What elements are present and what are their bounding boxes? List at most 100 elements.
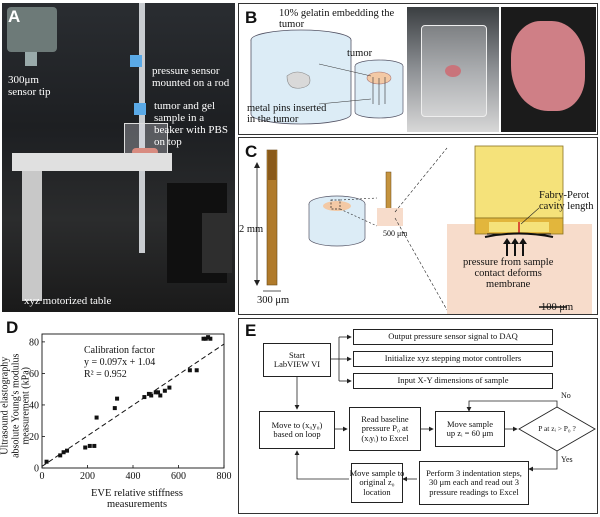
box-move-up: Move sample up zᵢ = 60 μm — [435, 411, 505, 447]
arrowhead — [254, 162, 260, 168]
pressure-arrows — [503, 238, 527, 256]
tumor-pointer — [318, 63, 372, 77]
data-point — [203, 336, 208, 341]
panel-letter-c: C — [245, 142, 258, 161]
tumor-in-photo — [445, 65, 461, 77]
data-point — [61, 450, 66, 455]
zoom-line — [339, 208, 378, 227]
sample-zoom — [447, 224, 592, 314]
box-start: Start LabVIEW VI — [263, 343, 331, 377]
fabry-pointer — [520, 207, 540, 225]
tumor-sample — [132, 148, 158, 156]
data-point — [149, 393, 154, 398]
y-tick-label: 0 — [34, 464, 39, 475]
connector — [294, 450, 349, 480]
label-100um: 100 μm — [541, 302, 574, 313]
data-point — [206, 335, 211, 340]
data-point — [115, 396, 120, 401]
sample-block — [377, 208, 403, 226]
box-input-xy: Input X-Y dimensions of sample — [353, 373, 553, 389]
data-point — [65, 448, 70, 453]
data-point — [162, 388, 167, 393]
data-point — [112, 406, 117, 411]
data-point — [87, 443, 92, 448]
sensor-head — [7, 7, 57, 52]
x-tick-label: 400 — [126, 471, 141, 482]
x-tick-label: 800 — [217, 471, 232, 482]
x-axis-label: EVE relative stiffness measurements — [91, 488, 183, 510]
fit-line — [41, 343, 225, 467]
data-point — [94, 415, 99, 420]
stepping-motor — [202, 213, 232, 273]
table-top — [12, 153, 172, 171]
panel-c: C — [238, 137, 598, 315]
x-tick-label: 0 — [40, 471, 45, 482]
arrowhead — [254, 280, 260, 286]
data-point — [158, 393, 163, 398]
connector-yes — [528, 451, 558, 472]
calibration-r2: R² = 0.952 — [84, 369, 127, 380]
box-perform-indentation: Perform 3 indentation steps, 30 μm each … — [419, 461, 529, 505]
tumor-shape — [286, 71, 311, 89]
sensor-diagram — [254, 145, 592, 314]
x-tick-label: 600 — [171, 471, 186, 482]
label-pins: metal pins inserted in the tumor — [247, 103, 327, 125]
panel-b: B 10% gelatin embedding the tumor tumor … — [238, 3, 598, 135]
label-500um: 500 μm — [383, 229, 408, 238]
label-gelatin: 10% gelatin embedding the tumor — [279, 8, 395, 30]
panel-letter-b: B — [245, 8, 258, 27]
probe-tip — [268, 150, 276, 180]
panel-letter-d: D — [6, 318, 19, 337]
data-point — [58, 453, 63, 458]
rod — [139, 3, 145, 253]
data-point — [44, 459, 49, 464]
data-point — [156, 390, 161, 395]
label-tumor: tumor — [347, 48, 373, 59]
data-point — [194, 368, 199, 373]
label-yes: Yes — [561, 455, 573, 464]
panel-letter-a: A — [8, 7, 21, 26]
pins-pointer — [318, 98, 372, 105]
box-move-to: Move to (x₀y₀) based on loop — [259, 411, 335, 449]
data-point — [92, 443, 97, 448]
panel-letter-e: E — [245, 321, 257, 340]
connector-no — [466, 400, 558, 412]
excised-tumor — [511, 21, 585, 111]
x-tick-label: 200 — [80, 471, 95, 482]
label-fabry-perot: Fabry-Perot cavity length — [539, 190, 594, 212]
gelatin-diagram — [250, 29, 404, 125]
label-2mm: 2 mm — [239, 224, 264, 235]
box-init-xyz: Initialize xyz stepping motor controller… — [353, 351, 553, 367]
label-pressure-sensor: pressure sensor mounted on a rod — [152, 65, 230, 89]
data-point — [201, 336, 206, 341]
zoom-line-2 — [394, 147, 448, 213]
stand-post — [22, 171, 42, 301]
data-point — [146, 391, 151, 396]
sensor-connector — [25, 52, 37, 66]
y-tick-label: 80 — [29, 337, 39, 348]
beaker-photo — [407, 7, 499, 132]
label-sensor-tip: 300μm sensor tip — [8, 74, 51, 98]
calibration-title: Calibration factor — [84, 345, 155, 356]
data-point — [187, 368, 192, 373]
panel-a-photo: A 300μm sensor tip pressure sensor mount… — [2, 3, 235, 312]
y-tick-label: 60 — [29, 369, 39, 380]
panel-d-chart: D Ultrasound elastography absolute Young… — [0, 318, 235, 514]
zoom-line-2 — [394, 217, 448, 311]
label-pressure-membrane: pressure from sample contact deforms mem… — [463, 257, 554, 290]
box-move-original: Move sample to original z₀ location — [350, 463, 404, 503]
tumor-photo — [501, 7, 596, 132]
box-output-signal: Output pressure sensor signal to DAQ — [353, 329, 553, 345]
data-point — [153, 390, 158, 395]
data-point — [83, 445, 88, 450]
panel-e-flowchart: E Start LabVIEW VI Output pressure s — [238, 318, 598, 514]
y-tick-label: 40 — [29, 400, 39, 411]
decision-label: P at zᵢ > P₀ ? — [538, 424, 576, 433]
label-xyz-table: xyz motorized table — [24, 295, 112, 307]
blue-tape — [134, 103, 146, 115]
label-sample: tumor and gel sample in a beaker with PB… — [154, 100, 228, 148]
flowchart-connectors — [294, 334, 596, 482]
decision-diamond — [518, 406, 596, 452]
c-cylinder-body — [308, 204, 366, 247]
